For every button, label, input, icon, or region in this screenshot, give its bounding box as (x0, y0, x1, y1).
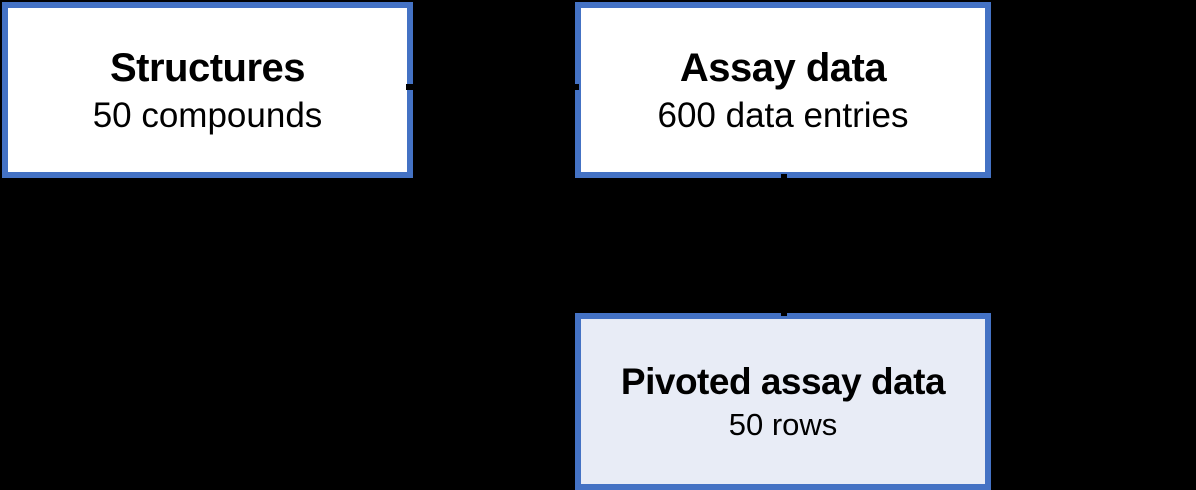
node-structures: Structures 50 compounds (2, 2, 413, 178)
node-assay-data: Assay data 600 data entries (575, 2, 991, 178)
node-assay-data-title: Assay data (679, 46, 887, 91)
node-pivoted-assay-data: Pivoted assay data 50 rows (575, 313, 991, 490)
node-pivoted-assay-data-title: Pivoted assay data (620, 361, 946, 403)
node-structures-subtitle: 50 compounds (92, 96, 323, 136)
connector-structures-to-assay (406, 84, 579, 90)
node-structures-title: Structures (109, 46, 306, 91)
node-pivoted-assay-data-subtitle: 50 rows (728, 407, 838, 443)
node-assay-data-subtitle: 600 data entries (657, 96, 909, 136)
connector-assay-to-pivoted (781, 174, 787, 316)
